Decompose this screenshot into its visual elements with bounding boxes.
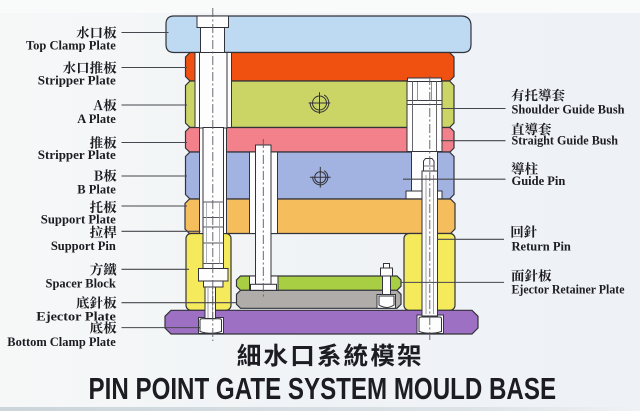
svg-text:Ejector Plate: Ejector Plate (36, 310, 116, 324)
svg-text:A Plate: A Plate (77, 112, 116, 126)
svg-text:Stripper Plate: Stripper Plate (38, 148, 116, 162)
svg-text:Support Pin: Support Pin (51, 239, 116, 253)
svg-text:Return Pin: Return Pin (512, 240, 571, 254)
svg-text:Top Clamp Plate: Top Clamp Plate (26, 39, 116, 53)
svg-text:Support Plate: Support Plate (41, 213, 116, 227)
svg-text:Stripper Plate: Stripper Plate (38, 74, 116, 88)
svg-text:Spacer Block: Spacer Block (46, 276, 116, 290)
svg-text:Bottom Clamp Plate: Bottom Clamp Plate (7, 335, 116, 349)
svg-text:PIN POINT GATE SYSTEM MOULD BA: PIN POINT GATE SYSTEM MOULD BASE (89, 372, 557, 406)
svg-text:Guide Pin: Guide Pin (512, 174, 566, 188)
svg-text:Shoulder Guide Bush: Shoulder Guide Bush (512, 103, 625, 117)
svg-text:Ejector Retainer Plate: Ejector Retainer Plate (512, 283, 625, 297)
svg-text:B Plate: B Plate (77, 183, 116, 197)
svg-text:Straight Guide Bush: Straight Guide Bush (512, 134, 619, 148)
